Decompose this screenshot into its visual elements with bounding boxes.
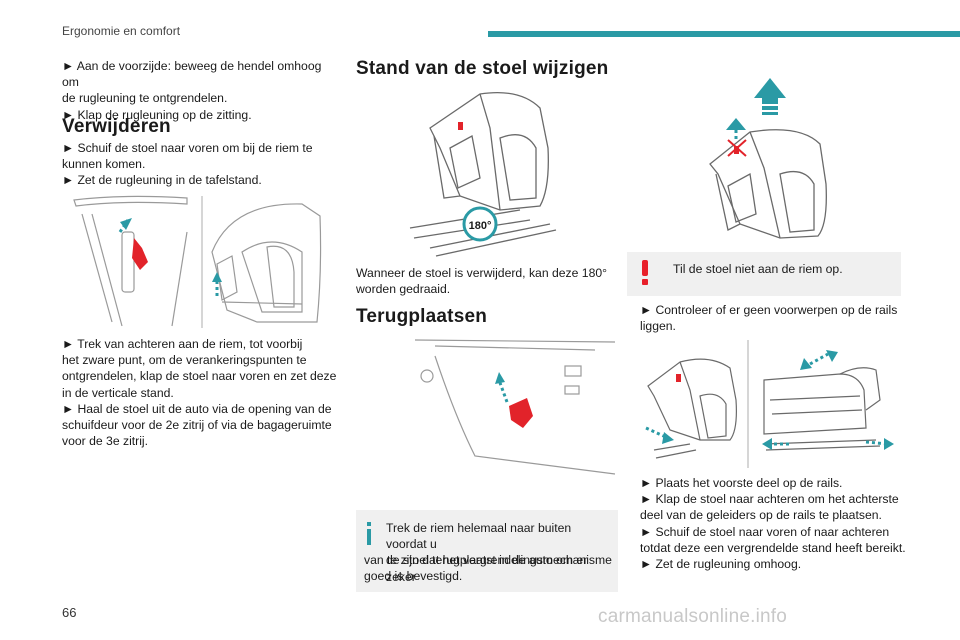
info-icon — [367, 522, 371, 545]
text-line: ► Controleer of er geen voorwerpen op de… — [640, 303, 898, 317]
step-line: ► Zet de rugleuning omhoog. — [640, 557, 802, 572]
remove-steps-b: ► Trek van achteren aan de riem, tot voo… — [62, 336, 342, 449]
refit-strap-illustration — [414, 339, 616, 475]
text-line: liggen. — [640, 319, 676, 334]
step-line: ► Klap de stoel naar achteren om het ach… — [640, 492, 899, 507]
step-line: ontgrendelen, klap de stoel naar voren e… — [62, 369, 337, 384]
note-line: van te zijn dat het vergrendelingsmechan… — [364, 553, 612, 567]
rotation-text: Wanneer de stoel is verwijderd, kan deze… — [356, 265, 616, 297]
warning-note: Til de stoel niet aan de riem op. — [627, 252, 901, 296]
check-text: ► Controleer of er geen voorwerpen op de… — [640, 302, 910, 334]
step-line: ► Haal de stoel uit de auto via de openi… — [62, 401, 332, 416]
step-line: totdat deze een vergrendelde stand heeft… — [640, 540, 906, 555]
intro-line: ► Aan de voorzijde: beweeg de hendel omh… — [62, 59, 322, 90]
step-line: kunnen komen. — [62, 157, 146, 172]
info-note: Trek de riem helemaal naar buiten voorda… — [356, 510, 618, 592]
rotation-badge: 180° — [469, 220, 492, 232]
remove-seat-illustration — [73, 195, 322, 328]
rails-placement-illustration — [645, 340, 894, 468]
text-line: Wanneer de stoel is verwijderd, kan deze… — [356, 266, 608, 280]
header-accent-bar — [488, 31, 960, 37]
remove-steps-a: ► Schuif de stoel naar voren om bij de r… — [62, 140, 337, 189]
refit-steps: ► Plaats het voorste deel op de rails. ►… — [640, 475, 915, 572]
step-line: in de verticale stand. — [62, 385, 174, 400]
warning-icon — [642, 260, 648, 285]
watermark: carmanualsonline.info — [598, 606, 788, 627]
heading-stand-wijzigen: Stand van de stoel wijzigen — [356, 58, 609, 79]
page-number: 66 — [62, 605, 77, 620]
step-line: ► Trek van achteren aan de riem, tot voo… — [62, 337, 303, 351]
step-line: schuifdeur voor de 2e zitrij of via de b… — [62, 418, 332, 433]
note-line: goed is bevestigd. — [364, 569, 463, 584]
heading-verwijderen: Verwijderen — [62, 116, 171, 137]
section-title: Ergonomie en comfort — [62, 24, 181, 38]
step-line: ► Zet de rugleuning in de tafelstand. — [62, 173, 262, 188]
warning-text: Til de stoel niet aan de riem op. — [673, 262, 843, 276]
note-line: de stoel terugplaatst in de auto om er z… — [386, 553, 588, 584]
step-line: het zware punt, om de verankeringspunten… — [62, 353, 307, 368]
step-line: deel van de geleiders op de rails te pla… — [640, 508, 882, 523]
step-line: ► Schuif de stoel naar voren om bij de r… — [62, 141, 313, 155]
text-line: worden gedraaid. — [356, 282, 451, 297]
intro-line: de rugleuning te ontgrendelen. — [62, 91, 228, 106]
step-line: voor de 3e zitrij. — [62, 434, 149, 449]
intro-line: ► Klap de rugleuning op de zitting. — [62, 107, 252, 122]
step-line: ► Schuif de stoel naar voren of naar ach… — [640, 524, 890, 539]
note-line: Trek de riem helemaal naar buiten voorda… — [386, 521, 572, 552]
intro-text: ► Aan de voorzijde: beweeg de hendel omh… — [62, 58, 337, 123]
step-line: ► Plaats het voorste deel op de rails. — [640, 476, 843, 490]
rotate-seat-illustration: 180° — [409, 91, 557, 257]
heading-terugplaatsen: Terugplaatsen — [356, 306, 488, 327]
no-lift-strap-illustration — [709, 78, 827, 239]
